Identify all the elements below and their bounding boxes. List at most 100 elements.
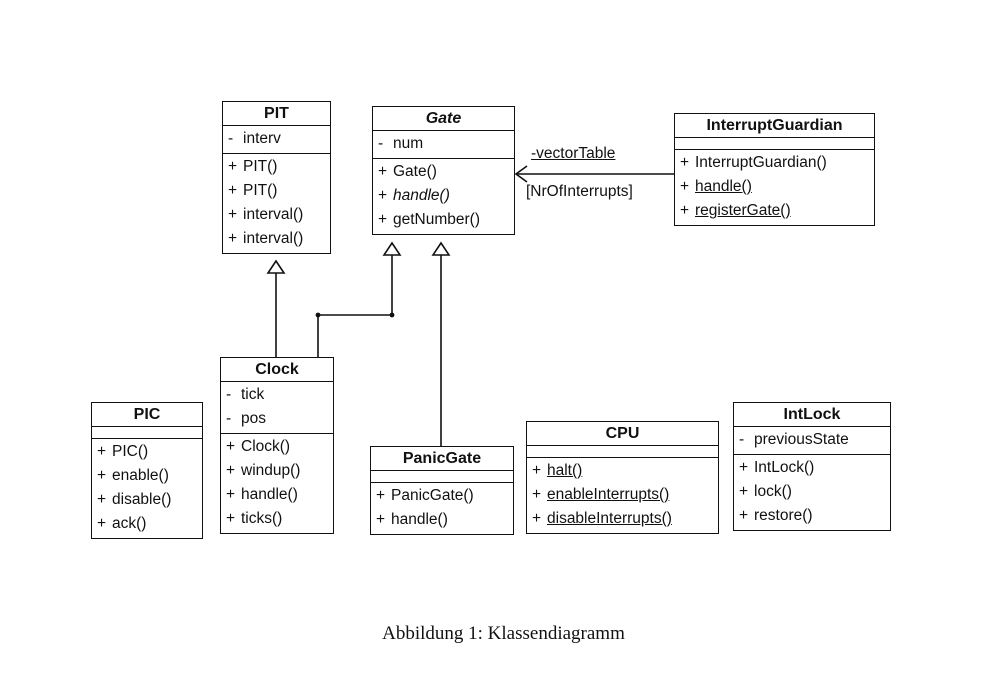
visibility-marker: +	[226, 510, 236, 527]
operation: + enableInterrupts()	[527, 483, 718, 507]
class-interrupt-guardian: InterruptGuardian + InterruptGuardian() +ha…	[674, 113, 875, 226]
visibility-marker: +	[378, 211, 388, 228]
visibility-marker: +	[228, 230, 238, 247]
attribute-compartment: -previousState	[734, 427, 890, 455]
visibility-marker: +	[97, 443, 107, 460]
operation: + ticks()	[221, 507, 333, 531]
operation: + InterruptGuardian()	[675, 151, 874, 175]
visibility-marker: +	[680, 202, 690, 219]
operation: + ack()	[92, 512, 202, 536]
operation-name: getNumber()	[393, 211, 480, 228]
operation: +windup()	[221, 459, 333, 483]
attribute-compartment	[92, 427, 202, 439]
attribute: -tick	[221, 383, 333, 407]
operation-name: enable()	[112, 467, 169, 484]
class-gate: Gate-num+Gate()+handle()+getNumber()	[372, 106, 515, 235]
operation-compartment: +Gate()+handle()+getNumber()	[373, 159, 514, 234]
attribute-compartment	[675, 138, 874, 150]
operation-name: ticks()	[241, 510, 283, 527]
class-int-lock: IntLock-previousState+IntLock()+lock()+r…	[733, 402, 891, 531]
operation: +Clock()	[221, 435, 333, 459]
operation: +registerGate()	[675, 199, 874, 223]
class-pic: PIC+PIC()+enable()+disable()+ack()	[91, 402, 203, 539]
operation-name: interval()	[243, 206, 304, 223]
operation: +handle()	[675, 175, 874, 199]
attribute: -previousState	[734, 428, 890, 452]
operation: + getNumber()	[373, 208, 514, 232]
operation-name: PIT()	[243, 182, 278, 199]
figure-caption: Abbildung 1: Klassendiagramm	[382, 623, 625, 644]
navigability-arrowhead	[514, 165, 528, 183]
class-name: InterruptGuardian	[675, 114, 874, 138]
edge-clock-to-gate	[317, 255, 393, 357]
operation-name: lock()	[754, 483, 792, 500]
association-role-label: -vectorTable	[531, 145, 616, 162]
visibility-marker: -	[228, 130, 234, 147]
attribute: -interv	[223, 127, 330, 151]
attribute-compartment	[527, 446, 718, 458]
operation: +PanicGate()	[371, 484, 513, 508]
operation-name: enableInterrupts()	[547, 486, 670, 503]
class-name: CPU	[527, 422, 718, 446]
operation: +IntLock()	[734, 456, 890, 480]
operation-name: PIT()	[243, 158, 278, 175]
operation-compartment: +PIC()+enable()+disable()+ack()	[92, 439, 202, 538]
bend-dot	[315, 312, 321, 318]
visibility-marker: -	[739, 431, 745, 448]
visibility-marker: +	[680, 154, 690, 171]
visibility-marker: +	[226, 486, 236, 503]
operation-compartment: + halt() + enableInterrupts() +disableInterr…	[527, 458, 718, 533]
operation-name: restore()	[754, 507, 813, 524]
operation: +PIT()	[223, 179, 330, 203]
operation: +disable()	[92, 488, 202, 512]
operation-compartment: + InterruptGuardian() +handle()+registerGa…	[675, 150, 874, 225]
class-clock: Clock-tick-pos+Clock()+windup()+handle()…	[220, 357, 334, 534]
attribute-compartment: -tick-pos	[221, 382, 333, 434]
visibility-marker: +	[376, 511, 386, 528]
class-name: PanicGate	[371, 447, 513, 471]
operation: + restore()	[734, 504, 890, 528]
operation: + enable()	[92, 464, 202, 488]
visibility-marker: +	[97, 467, 107, 484]
generalization-arrowhead-pit	[266, 259, 286, 274]
attribute-compartment	[371, 471, 513, 483]
attribute-name: pos	[241, 410, 266, 427]
operation-name: InterruptGuardian()	[695, 154, 827, 171]
visibility-marker: +	[97, 515, 107, 532]
operation-name: Gate()	[393, 163, 437, 180]
visibility-marker: +	[228, 206, 238, 223]
visibility-marker: +	[532, 486, 542, 503]
visibility-marker: +	[97, 491, 107, 508]
attribute-name: previousState	[754, 431, 849, 448]
visibility-marker: +	[532, 462, 542, 479]
operation-name: halt()	[547, 462, 583, 479]
class-name: PIT	[223, 102, 330, 126]
class-name: IntLock	[734, 403, 890, 427]
visibility-marker: +	[680, 178, 690, 195]
operation: + halt()	[527, 459, 718, 483]
visibility-marker: +	[739, 507, 749, 524]
operation-name: PIC()	[112, 443, 149, 460]
operation-name: interval()	[243, 230, 304, 247]
visibility-marker: +	[739, 459, 749, 476]
operation: + Gate()	[373, 160, 514, 184]
operation-name: PanicGate()	[391, 487, 474, 504]
attribute: -pos	[221, 407, 333, 431]
operation: + PIC()	[92, 440, 202, 464]
visibility-marker: +	[739, 483, 749, 500]
class-panic-gate: PanicGate+PanicGate()+handle()	[370, 446, 514, 535]
operation: + lock()	[734, 480, 890, 504]
operation-name: ack()	[112, 515, 147, 532]
visibility-marker: -	[378, 135, 384, 152]
class-name: Gate	[373, 107, 514, 131]
attribute-compartment: -interv	[223, 126, 330, 154]
attribute-compartment: -num	[373, 131, 514, 159]
operation-name: handle()	[241, 486, 298, 503]
generalization-arrowhead-gate-left	[382, 241, 402, 256]
operation: +disableInterrupts()	[527, 507, 718, 531]
visibility-marker: +	[378, 163, 388, 180]
visibility-marker: +	[228, 158, 238, 175]
operation-name: windup()	[241, 462, 301, 479]
